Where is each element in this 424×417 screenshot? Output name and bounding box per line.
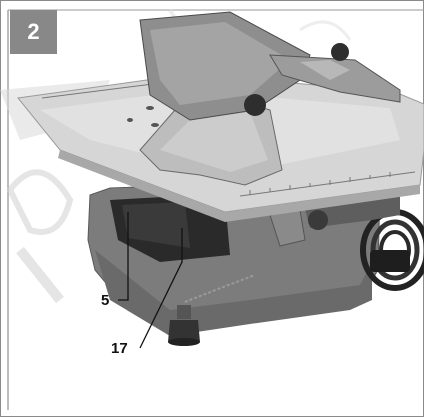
fence-knob [331, 43, 349, 61]
leader-line-5 [118, 212, 129, 301]
callout-label-17: 17 [111, 340, 128, 357]
callout-label-5: 5 [101, 292, 110, 309]
power-cable-coil [360, 209, 424, 291]
leader-line-17 [139, 228, 183, 349]
chain [184, 274, 256, 303]
figure-number-badge: 2 [10, 10, 57, 54]
rip-fence [269, 54, 401, 103]
table-front-edge [58, 150, 420, 222]
drain-plug [168, 305, 200, 346]
tilt-knob [308, 210, 328, 230]
base-front-face [95, 250, 372, 336]
guard-knob [244, 94, 266, 116]
